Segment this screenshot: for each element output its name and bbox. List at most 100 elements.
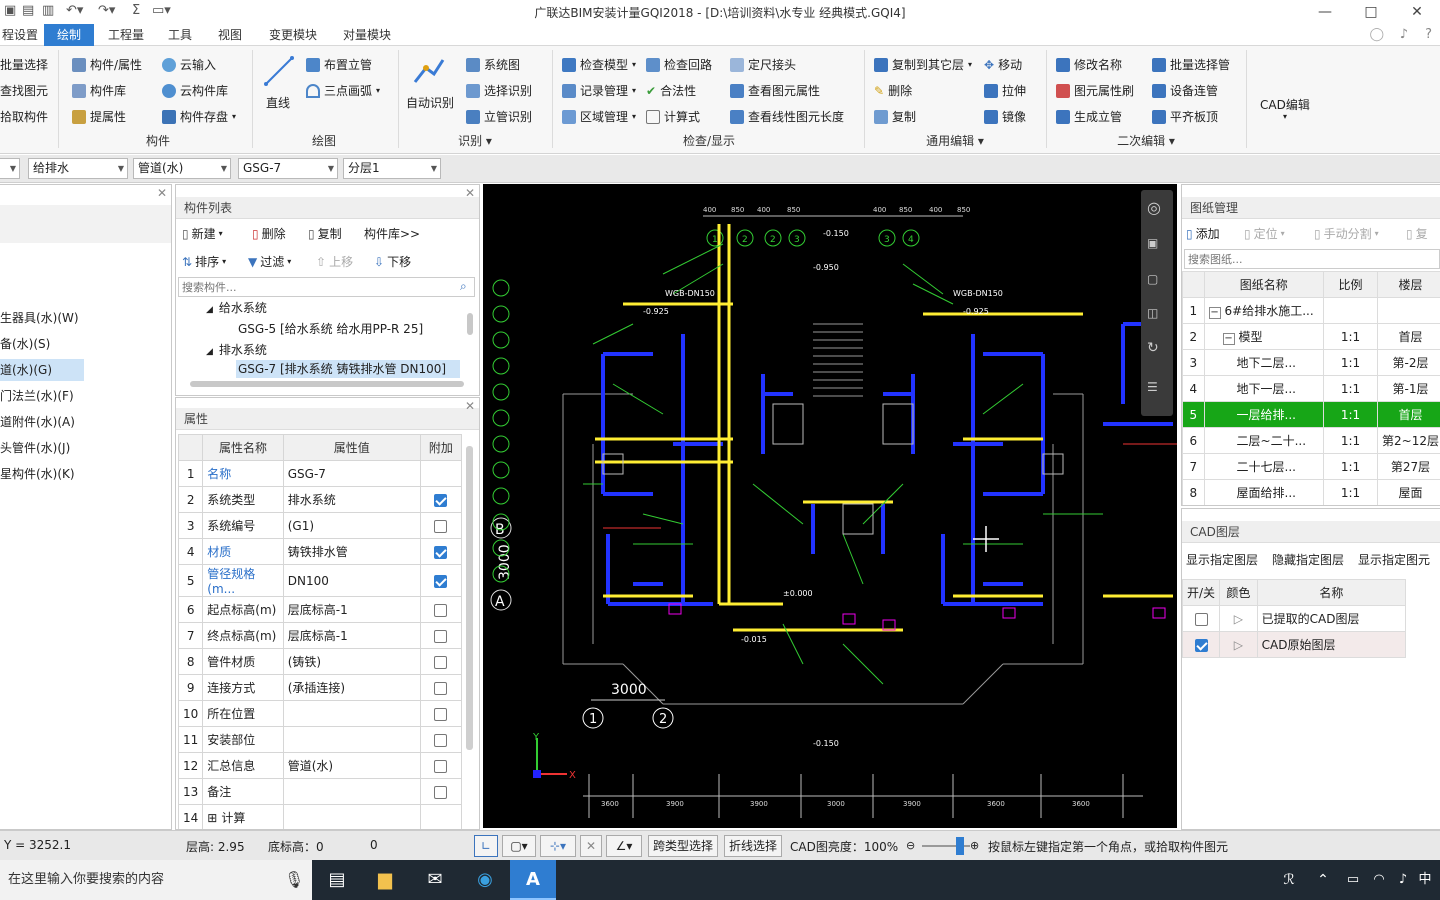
- taskbar-search[interactable]: 在这里输入你要搜索的内容: [0, 860, 312, 900]
- layer-checkbox[interactable]: [1194, 612, 1208, 626]
- property-extra-checkbox[interactable]: [419, 596, 463, 623]
- copy-sheet-button[interactable]: ▯复: [1406, 226, 1428, 242]
- nav-item-valve[interactable]: 门法兰(水)(F): [0, 389, 74, 403]
- checkbox[interactable]: [434, 681, 448, 695]
- view-cube-icon[interactable]: ▢: [1147, 272, 1159, 286]
- sum-icon[interactable]: Σ: [132, 3, 141, 18]
- user-icon[interactable]: ◯: [1369, 27, 1384, 42]
- line-button[interactable]: 直线: [266, 96, 291, 110]
- move-button[interactable]: ✥移动: [984, 57, 1023, 73]
- close-icon[interactable]: ✕: [464, 399, 475, 413]
- three-point-arc-button[interactable]: 三点画弧▾: [306, 82, 380, 99]
- find-element-button[interactable]: 查找图元: [0, 84, 49, 98]
- property-extra-checkbox[interactable]: [419, 700, 463, 727]
- file-explorer-icon[interactable]: ▆: [378, 869, 392, 890]
- disk-icon[interactable]: ▭▾: [152, 3, 171, 18]
- show-layer-button[interactable]: 显示指定图层: [1186, 553, 1259, 567]
- property-value[interactable]: 管道(水): [282, 752, 421, 779]
- menu-tools[interactable]: 工具: [167, 28, 192, 42]
- property-value[interactable]: [282, 726, 421, 753]
- copy-button[interactable]: 复制: [874, 108, 916, 125]
- maximize-button[interactable]: □: [1364, 4, 1378, 20]
- minimize-button[interactable]: —: [1318, 4, 1332, 20]
- layer-select[interactable]: 分层1▼: [343, 158, 441, 179]
- move-up-button[interactable]: ⇧上移: [316, 254, 354, 270]
- select-identify-button[interactable]: 选择识别: [466, 82, 532, 99]
- batch-select-button[interactable]: 批量选择: [0, 58, 49, 72]
- property-value[interactable]: GSG-7: [282, 460, 421, 487]
- box-icon[interactable]: ◫: [1147, 306, 1159, 320]
- check-model-button[interactable]: 检查模型▾: [562, 56, 636, 73]
- property-extra-checkbox[interactable]: [419, 564, 463, 597]
- checkbox[interactable]: [434, 759, 448, 773]
- stretch-button[interactable]: 拉伸: [984, 82, 1026, 99]
- type-select[interactable]: 管道(水)▼: [133, 158, 231, 179]
- riser-identify-button[interactable]: 立管识别: [466, 108, 532, 125]
- auto-identify-button[interactable]: 自动识别: [406, 96, 455, 110]
- formula-button[interactable]: 计算式: [646, 108, 700, 125]
- component-search-input[interactable]: [178, 277, 475, 297]
- cancel-snap-toggle[interactable]: ✕: [580, 835, 602, 857]
- checkbox[interactable]: [434, 603, 448, 617]
- sheet-name[interactable]: 屋面给排...: [1203, 479, 1325, 505]
- checkbox[interactable]: [434, 545, 448, 559]
- brightness-slider-thumb[interactable]: [956, 837, 964, 855]
- generate-riser-button[interactable]: 生成立管: [1056, 108, 1122, 125]
- sheet-floor[interactable]: 第2~12层: [1377, 427, 1440, 454]
- orbit-icon[interactable]: ◎: [1147, 198, 1161, 217]
- tree-collapse-icon[interactable]: −: [1222, 333, 1235, 345]
- save-icon[interactable]: ▤: [22, 3, 35, 18]
- checkbox[interactable]: [434, 707, 448, 721]
- device-connect-pipe-button[interactable]: 设备连管: [1152, 82, 1218, 99]
- system-diagram-button[interactable]: 系统图: [466, 56, 520, 73]
- mail-icon[interactable]: ✉: [427, 869, 443, 890]
- property-extra-checkbox[interactable]: [419, 648, 463, 675]
- help-icon[interactable]: ?: [1425, 27, 1432, 42]
- checkbox[interactable]: [434, 629, 448, 643]
- property-row[interactable]: 14⊞计算: [177, 804, 463, 829]
- property-value[interactable]: [282, 804, 421, 829]
- check-loop-button[interactable]: 检查回路: [646, 56, 712, 73]
- property-value[interactable]: 层底标高-1: [282, 622, 421, 649]
- property-value[interactable]: DN100: [282, 564, 421, 597]
- new-icon[interactable]: ▥: [42, 3, 55, 18]
- fixed-length-joint-button[interactable]: 定尺接头: [730, 56, 796, 73]
- sheet-floor[interactable]: 第27层: [1377, 453, 1440, 480]
- cross-type-select-button[interactable]: 跨类型选择: [648, 835, 718, 857]
- polyline-select-button[interactable]: 折线选择: [724, 835, 782, 857]
- move-down-button[interactable]: ⇩下移: [374, 254, 412, 270]
- layers-icon[interactable]: ☰: [1147, 380, 1158, 394]
- sheet-floor[interactable]: [1377, 297, 1440, 324]
- tree-item-gsg7[interactable]: GSG-7 [排水系统 铸铁排水管 DN100]: [236, 360, 460, 378]
- add-sheet-button[interactable]: ▯添加: [1186, 226, 1220, 242]
- pick-component-button[interactable]: 拾取构件: [0, 110, 49, 124]
- browser-icon[interactable]: ◉: [477, 869, 493, 890]
- ortho-toggle[interactable]: ∟: [474, 835, 498, 857]
- sort-button[interactable]: ⇅排序▾: [182, 254, 227, 270]
- property-extra-checkbox[interactable]: [419, 726, 463, 753]
- checkbox[interactable]: [434, 493, 448, 507]
- gqi-app-icon[interactable]: A: [510, 860, 556, 900]
- filter-button[interactable]: ▼过滤▾: [248, 254, 292, 270]
- property-value[interactable]: [282, 778, 421, 805]
- component-property-button[interactable]: 构件/属性: [72, 56, 142, 73]
- region-management-button[interactable]: 区域管理▾: [562, 108, 636, 125]
- checkbox[interactable]: [434, 785, 448, 799]
- tree-item-gsg5[interactable]: GSG-5 [给水系统 给水用PP-R 25]: [238, 322, 424, 336]
- nav-item-pipe[interactable]: 道(水)(G): [0, 359, 84, 381]
- tray-expand-icon[interactable]: ⌃: [1317, 872, 1329, 888]
- batch-select-pipe-button[interactable]: 批量选择管: [1152, 56, 1230, 73]
- sheet-floor[interactable]: 屋面: [1377, 479, 1440, 505]
- property-value[interactable]: (铸铁): [282, 648, 421, 675]
- checkbox[interactable]: [434, 519, 448, 533]
- view-linear-length-button[interactable]: 查看线性图元长度: [730, 108, 844, 125]
- redo-icon[interactable]: ↷▾: [98, 3, 116, 18]
- property-value[interactable]: 层底标高-1: [282, 596, 421, 623]
